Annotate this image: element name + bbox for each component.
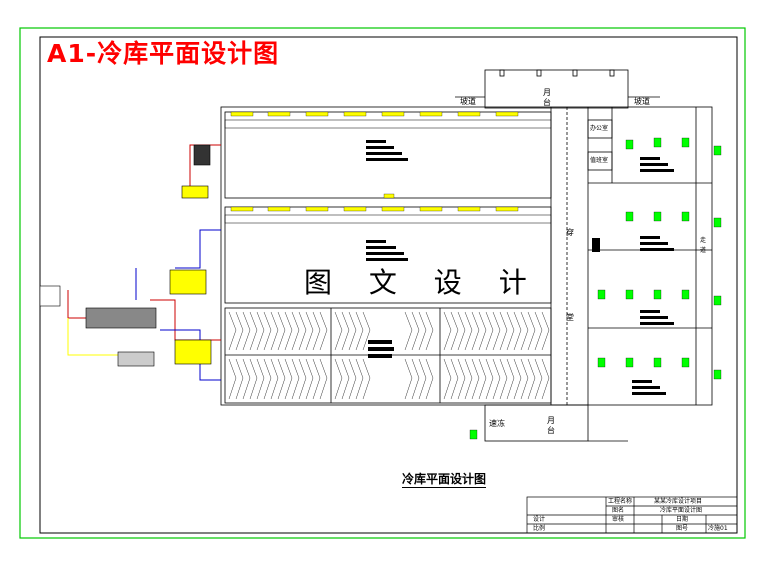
label-corridor-right: 走道 [700,237,707,254]
machine-equipment [39,144,212,367]
label-ramp-right: 坡道 [634,97,650,106]
tb-check-label: 审核 [612,516,625,523]
plan-caption: 冷库平面设计图 [402,472,487,488]
inner-border [39,36,738,534]
tb-project-value: 某某冷库设计项目 [654,498,703,505]
tb-date-label: 日期 [676,516,689,523]
label-room-a: 办公室 [590,125,609,132]
platform-top [455,69,660,109]
note-blocks [366,140,674,395]
label-platform-bottom: 月台 [547,416,555,435]
tb-number-value: 冷施01 [708,525,728,532]
label-corridor-left: 穿 [566,228,574,237]
tb-project-label: 工程名称 [608,498,633,505]
label-ramp-left: 坡道 [460,97,476,106]
tb-drawing-value: 冷库平面设计图 [660,507,703,514]
building [220,106,713,406]
platform-bottom [484,404,628,442]
evaporator-units [230,111,519,212]
title-block-lines [526,496,738,534]
tb-number-label: 图号 [676,525,689,532]
label-quick-freeze: 速冻 [489,419,505,428]
label-room-b: 值班室 [590,157,609,164]
refrigeration-pipes [67,144,221,381]
tb-design-label: 设计 [533,516,546,523]
label-corridor-mid: 堂 [566,313,574,322]
label-platform-top: 月台 [543,88,551,107]
office-units [469,137,722,440]
tb-drawing-label: 图名 [612,507,625,514]
tb-scale-label: 比例 [533,525,546,532]
freezer-hatching [228,311,550,400]
watermark-text: 图 文 设 计 [304,266,541,299]
outer-frame [19,27,746,539]
drawing-title: A1-冷库平面设计图 [47,39,280,68]
